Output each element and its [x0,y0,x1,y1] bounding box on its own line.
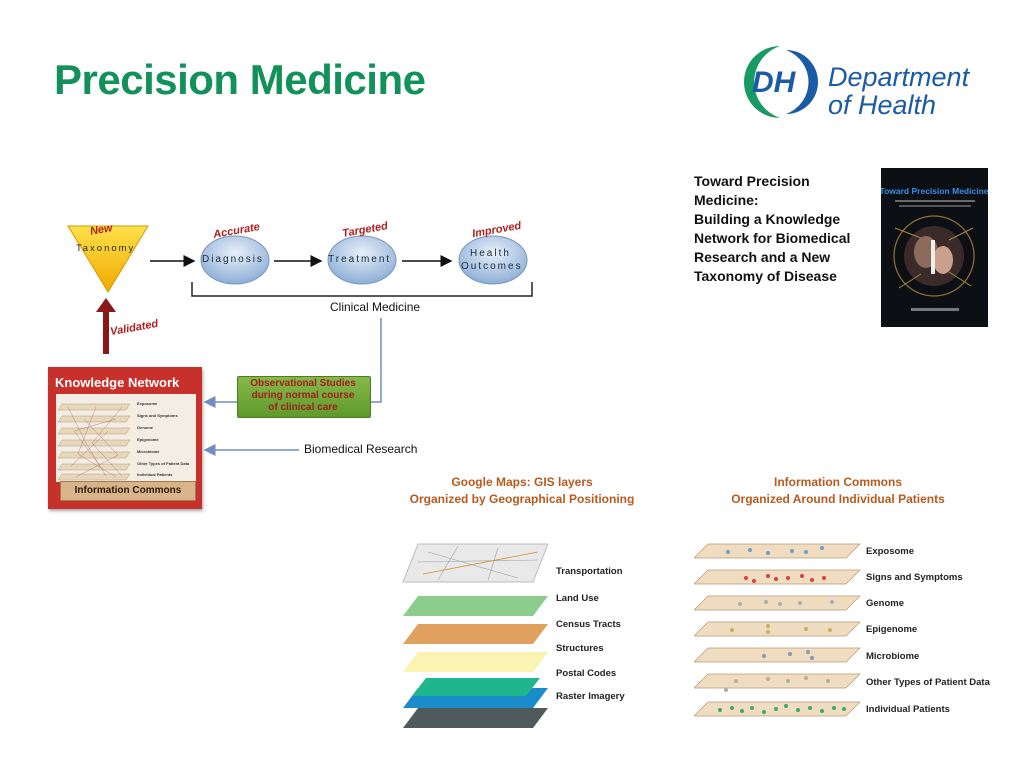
commons-layer-label: Individual Patients [866,704,950,715]
clinical-medicine-label: Clinical Medicine [330,300,421,314]
commons-layer-label: Exposome [866,546,915,557]
kn-layer-label: Genome [137,425,154,430]
caption-line: Research and a New [694,249,831,265]
taxonomy-label: Taxonomy [76,243,136,254]
logo-line-2: of Health [828,90,937,120]
clinical-medicine-bracket [191,282,533,297]
obs-line: of clinical care [268,402,338,413]
outcomes-label-line-1: Health [470,248,511,259]
kn-layer-label: Exposome [137,401,158,406]
commons-layer-label: Genome [866,598,905,609]
commons-heading-line-1: Information Commons [774,475,902,489]
caption-line: Taxonomy of Disease [694,268,837,284]
health-outcomes-ellipse [458,235,528,285]
gis-layer-label: Transportation [556,566,623,577]
treatment-ellipse [327,235,397,285]
knowledge-network-title: Knowledge Network [55,375,180,390]
biomedical-research-label: Biomedical Research [304,442,418,456]
validated-arrow [96,298,116,312]
diagnosis-ellipse [200,235,270,285]
obs-line: Observational Studies [250,378,356,389]
logo-line-1: Department [828,62,970,92]
gis-heading-line-1: Google Maps: GIS layers [451,475,593,489]
book-cover-image: Toward Precision Medicine [881,168,988,327]
taxonomy-triangle [67,225,149,293]
caption-line: Network for Biomedical [694,230,851,246]
caption-line: Building a Knowledge [694,211,841,227]
dh-initials: DH [752,66,797,99]
treatment-label: Treatment [328,254,392,265]
information-commons-footer: Information Commons [60,481,196,501]
commons-heading: Information Commons Organized Around Ind… [706,474,970,508]
department-of-health-logo: DH Department of Health [740,42,980,122]
clinical-flow-diagram [67,225,533,354]
commons-layer-label: Other Types of Patient Data [866,677,990,688]
caption-line: Medicine: [694,192,759,208]
gis-heading: Google Maps: GIS layers Organized by Geo… [390,474,654,508]
outcomes-label-line-2: Outcomes [461,261,523,272]
obs-line: during normal course [251,390,355,401]
gis-layer-label: Land Use [556,593,599,604]
caption-line: Toward Precision [694,173,810,189]
book-cover-title: Toward Precision Medicine [881,186,988,196]
commons-layer-stack [694,543,861,717]
book-caption: Toward Precision Medicine: Building a Kn… [694,172,874,286]
gis-layer-stack [402,543,549,728]
kn-layer-label: Other Types of Patient Data [137,461,190,466]
commons-layer-label: Epigenome [866,624,918,635]
slide-title: Precision Medicine [54,56,426,103]
commons-heading-line-2: Organized Around Individual Patients [731,492,945,506]
diagnosis-label: Diagnosis [202,254,264,265]
commons-layer-label: Microbiome [866,651,920,662]
gis-layer-label: Structures [556,643,604,654]
dh-emblem-icon: DH [744,46,818,118]
gis-heading-line-2: Organized by Geographical Positioning [409,492,635,506]
book-cover-art: Toward Precision Medicine [881,168,988,327]
gis-layer-label: Raster Imagery [556,691,625,702]
observational-studies-text: Observational Studies during normal cour… [237,378,369,414]
gis-layer-label: Census Tracts [556,619,621,630]
observational-studies-box [237,376,371,418]
commons-layer-label: Signs and Symptoms [866,572,963,583]
kn-layer-label: Individual Patients [137,472,173,477]
kn-layer-label: Signs and Symptoms [137,413,178,418]
knowledge-network-layers [56,394,196,482]
kn-layer-label: Epigenome [137,437,159,442]
kn-layer-label: Microbiome [137,449,160,454]
gis-layer-label: Postal Codes [556,668,617,679]
